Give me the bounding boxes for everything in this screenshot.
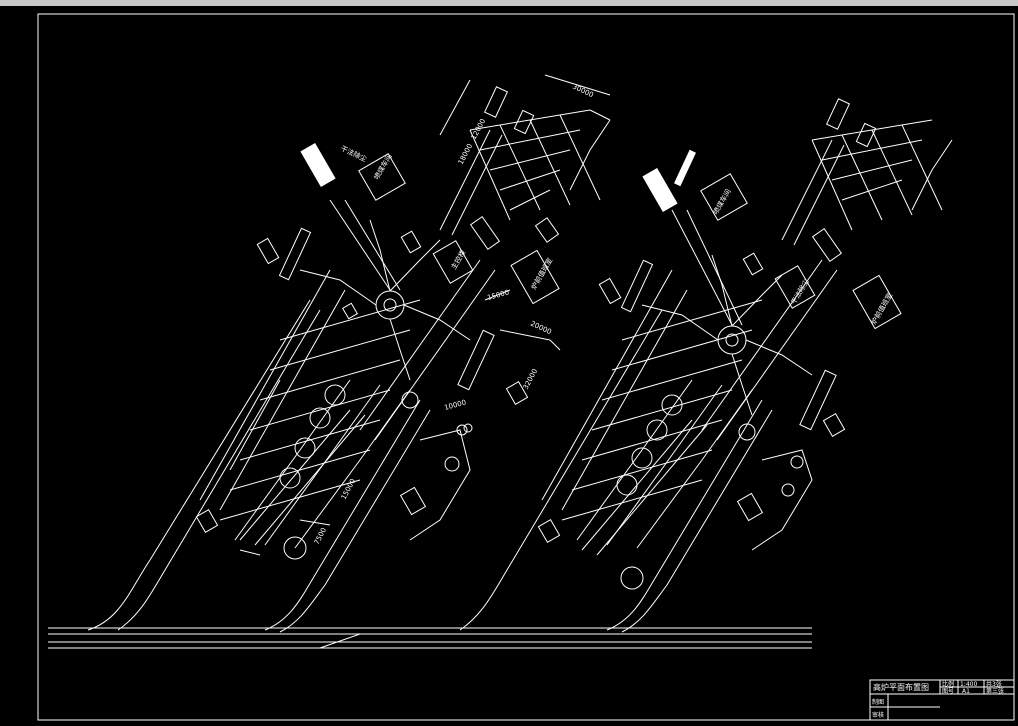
window-title-bar	[0, 0, 1018, 6]
cad-drawing-canvas[interactable]: 30000 18000 12000 15000 20000 32000 1000…	[0, 6, 1018, 726]
drawing-no-label: 图号	[942, 688, 954, 695]
drawing-title: 高炉平面布置图	[873, 682, 929, 692]
sheet-no: 第三张	[986, 687, 1004, 695]
sheet-total: 共3张	[986, 680, 1002, 688]
designer-label: 制图	[872, 698, 884, 706]
rail-lines	[48, 627, 812, 649]
scale-label: 比例	[942, 680, 954, 688]
drawing-no-value: A1	[962, 688, 970, 695]
title-block: 高炉平面布置图 比例 1:400 共3张 图号 A1 第三张 制图 审核	[869, 679, 1015, 721]
reviewer-label: 审核	[872, 711, 884, 719]
furnace-layout-right	[459, 98, 953, 633]
scale-value: 1:400	[960, 681, 977, 688]
drawing-frame	[37, 13, 1015, 721]
furnace-layout-left	[87, 74, 611, 633]
